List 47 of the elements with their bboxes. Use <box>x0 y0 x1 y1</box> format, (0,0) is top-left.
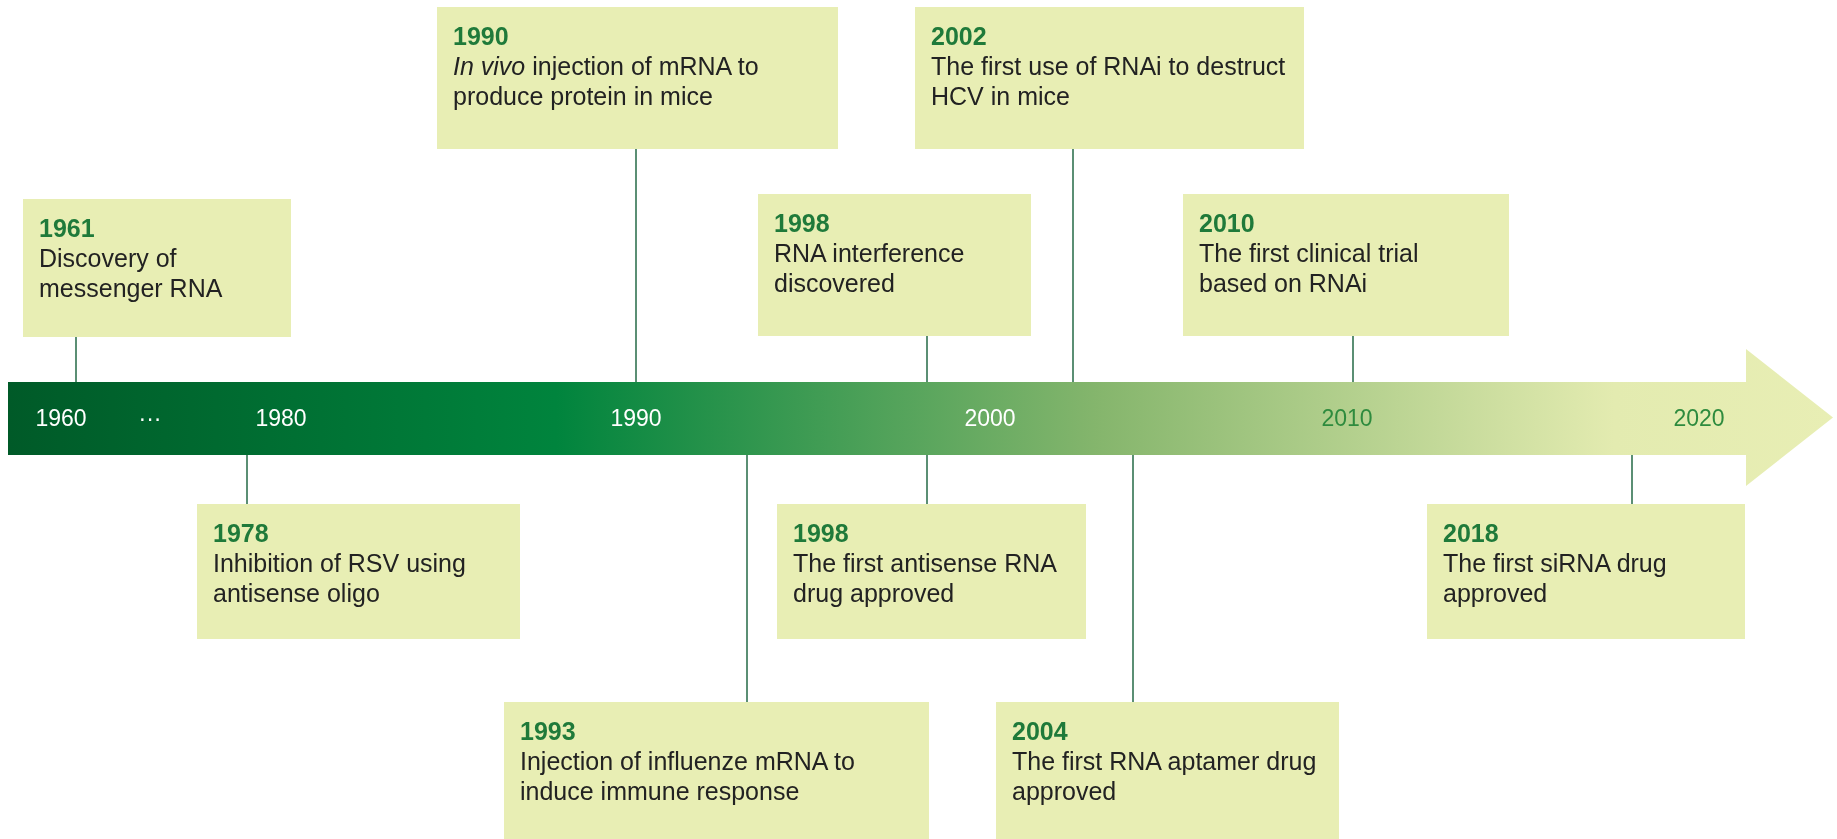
event-year: 2002 <box>931 21 988 51</box>
leader-line <box>926 335 928 383</box>
event-year: 1961 <box>39 213 96 243</box>
leader-line <box>926 454 928 505</box>
event-box <box>23 199 291 337</box>
event-description: In vivo injection of mRNA to produce protein in mice <box>453 51 760 111</box>
year-tick-label: 1960 <box>35 404 87 432</box>
event-box <box>437 7 838 149</box>
event-description: The first clinical trial based on RNAi <box>1199 238 1420 298</box>
event-box <box>197 504 520 639</box>
event-box <box>1183 194 1509 336</box>
event-box <box>777 504 1086 639</box>
year-tick-label: 2020 <box>1673 404 1725 432</box>
leader-line <box>1352 335 1354 383</box>
event-description: Injection of influenze mRNA to induce immune response <box>520 746 856 806</box>
event-box <box>758 194 1031 336</box>
event-year: 1990 <box>453 21 510 51</box>
leader-line <box>75 336 77 383</box>
event-description: The first RNA aptamer drug approved <box>1012 746 1318 806</box>
leader-line <box>635 148 637 383</box>
year-tick-label: 1980 <box>255 404 307 432</box>
event-box <box>1427 504 1745 639</box>
year-tick-label: ··· <box>138 404 162 432</box>
leader-line <box>1631 454 1633 505</box>
year-tick-label: 2010 <box>1321 404 1373 432</box>
leader-line <box>246 454 248 505</box>
event-year: 1998 <box>793 518 850 548</box>
event-year: 2010 <box>1199 208 1256 238</box>
event-box <box>915 7 1304 149</box>
event-year: 2018 <box>1443 518 1500 548</box>
year-tick-label: 2000 <box>964 404 1016 432</box>
event-year: 1993 <box>520 716 577 746</box>
event-box <box>504 702 929 839</box>
event-description: The first use of RNAi to destruct HCV in mice <box>931 51 1287 111</box>
event-description: The first siRNA drug approved <box>1443 548 1668 608</box>
leader-line <box>746 454 748 703</box>
event-year: 2004 <box>1012 716 1069 746</box>
leader-line <box>1132 454 1134 703</box>
event-description: The first antisense RNA drug approved <box>793 548 1058 608</box>
event-description: RNA interference discovered <box>774 238 966 298</box>
leader-line <box>1072 148 1074 383</box>
event-description: Discovery of messenger RNA <box>39 243 224 303</box>
event-box <box>996 702 1339 839</box>
year-tick-label: 1990 <box>610 404 662 432</box>
event-year: 1998 <box>774 208 831 238</box>
event-description: Inhibition of RSV using antisense oligo <box>213 548 467 608</box>
event-year: 1978 <box>213 518 270 548</box>
